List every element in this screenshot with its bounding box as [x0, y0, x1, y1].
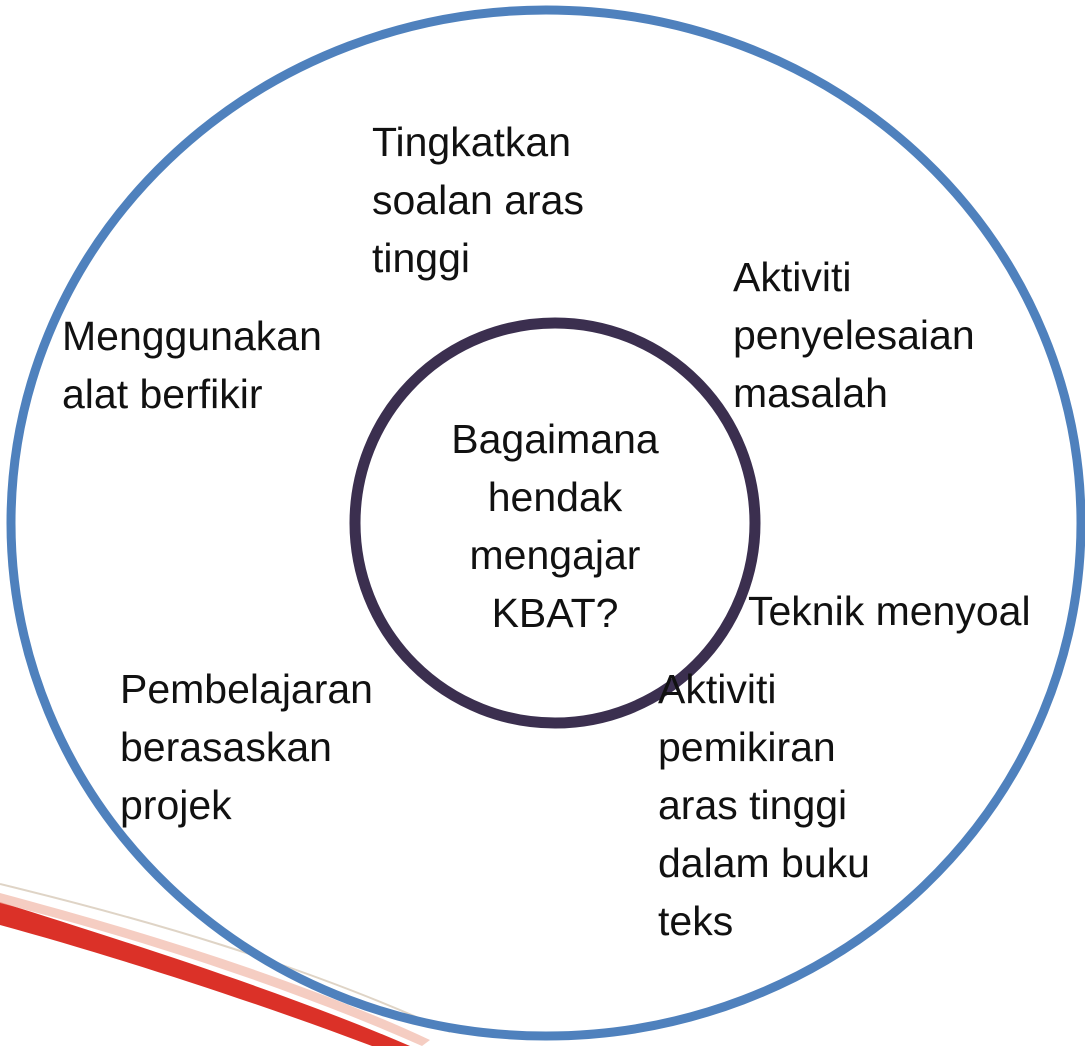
outer-circle	[6, 5, 1085, 1041]
item-label-pembelajaran-projek: Pembelajaran berasaskan projek	[120, 666, 373, 828]
red-swoosh-decoration	[0, 883, 451, 1046]
center-question-label: Bagaimana hendak mengajar KBAT?	[451, 416, 659, 636]
item-label-penyelesaian-masalah: Aktiviti penyelesaian masalah	[733, 254, 975, 416]
item-label-alat-berfikir: Menggunakan alat berfikir	[62, 313, 322, 417]
item-label-buku-teks: Aktiviti pemikiran aras tinggi dalam buk…	[658, 666, 870, 944]
inner-circle	[349, 317, 761, 729]
item-label-soalan-aras-tinggi: Tingkatkan soalan aras tinggi	[372, 119, 584, 281]
item-label-teknik-menyoal: Teknik menyoal	[748, 588, 1031, 634]
